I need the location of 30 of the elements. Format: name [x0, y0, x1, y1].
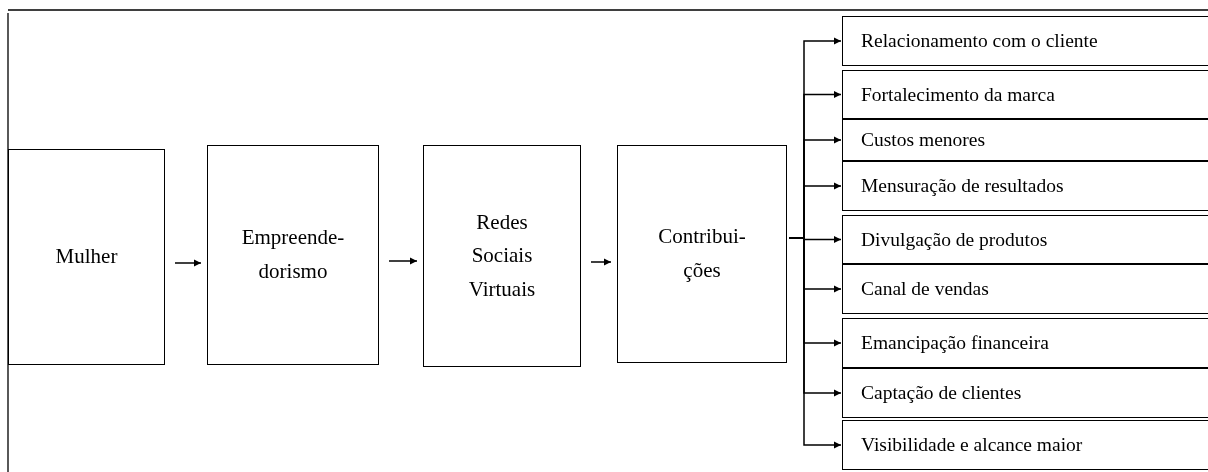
box-label: Relacionamento com o cliente [861, 30, 1098, 52]
process-box [8, 149, 165, 365]
process-box [842, 119, 1208, 161]
box-label: Captação de clientes [861, 382, 1022, 404]
box-label: Canal de vendas [861, 278, 989, 300]
box-label: Contribui-ções [657, 223, 747, 284]
box-label: Mensuração de resultados [861, 175, 1064, 197]
box-label: Custos menores [861, 129, 986, 151]
process-box [423, 145, 581, 367]
process-box [842, 264, 1208, 314]
process-box [842, 161, 1208, 211]
arrow [788, 237, 842, 449]
box-label: Divulgação de produtos [861, 228, 1048, 251]
box-label: Fortalecimento da marca [861, 83, 1055, 106]
process-box [842, 215, 1208, 264]
arrow [388, 257, 418, 265]
box-label: Empreende-dorismo [240, 224, 346, 285]
process-box [207, 145, 379, 365]
box-label: Emancipação financeira [861, 332, 1049, 354]
box-label: Mulher [55, 243, 118, 271]
process-box [842, 318, 1208, 368]
arrow [590, 258, 612, 266]
process-box [842, 420, 1208, 470]
process-box [842, 368, 1208, 418]
arrow [174, 259, 202, 267]
box-label: Visibilidade e alcance maior [861, 434, 1083, 456]
process-box [842, 16, 1208, 66]
process-box [842, 70, 1208, 119]
box-label: Redes Sociais Virtuais [467, 208, 537, 303]
process-box [617, 145, 787, 363]
